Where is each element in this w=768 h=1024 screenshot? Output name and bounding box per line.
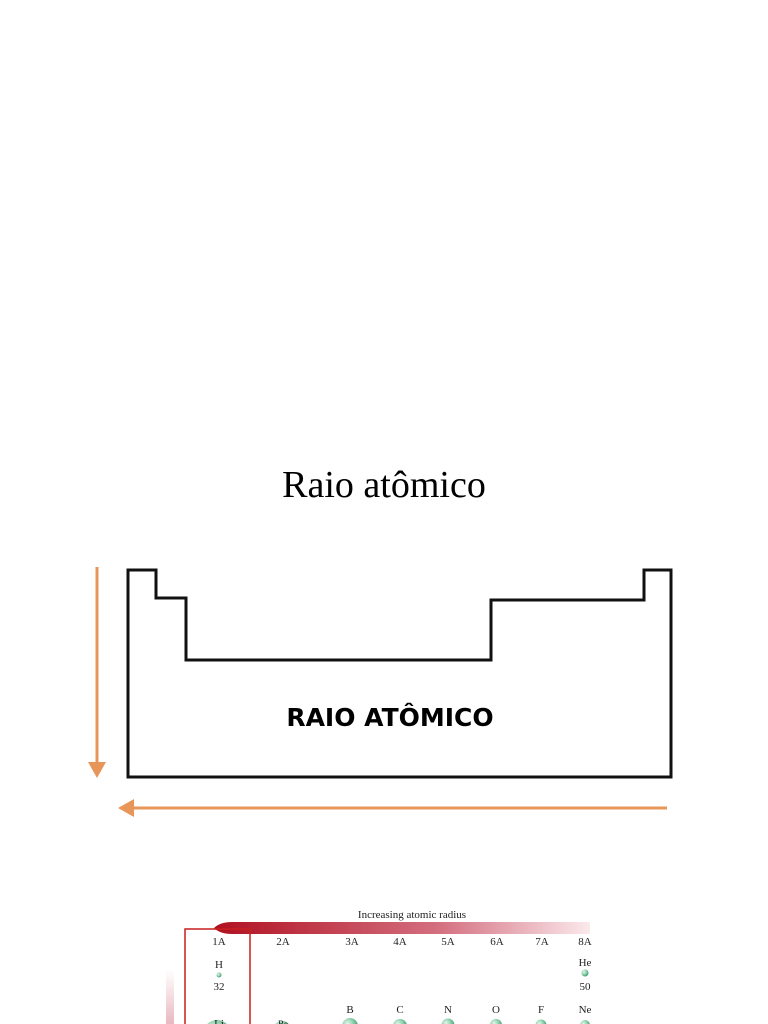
increasing-atomic-radius-label: Increasing atomic radius <box>358 909 466 921</box>
element-symbol: C <box>396 1004 403 1016</box>
atom-sphere-o <box>490 1019 502 1024</box>
element-symbol: H <box>215 959 223 971</box>
element-radius: 50 <box>580 981 592 993</box>
element-symbol: F <box>538 1004 544 1016</box>
group-header: 5A <box>441 936 455 948</box>
atomic-radius-periodic-figure: Increasing atomic radius 1A 2A 3A 4A 5A … <box>0 900 768 1024</box>
element-h: H 32 <box>214 959 225 993</box>
atom-sphere-n <box>442 1019 455 1024</box>
element-he: He 50 <box>579 957 592 993</box>
group-header: 3A <box>345 936 359 948</box>
group-header: 7A <box>535 936 549 948</box>
element-symbol: He <box>579 957 592 969</box>
group-header: 4A <box>393 936 407 948</box>
atom-sphere-b <box>342 1018 358 1024</box>
row-2-elements: B C N O F Ne Li Be <box>203 1004 592 1024</box>
element-symbol: B <box>346 1004 353 1016</box>
down-arrow <box>88 567 106 778</box>
atom-sphere <box>217 973 222 978</box>
side-gradient-bar <box>166 970 174 1024</box>
element-symbol: O <box>492 1004 500 1016</box>
atom-sphere-ne <box>580 1020 590 1024</box>
atom-sphere-c <box>393 1019 407 1024</box>
left-arrow <box>118 799 667 817</box>
group-header: 6A <box>490 936 504 948</box>
periodic-table-outline <box>128 570 671 777</box>
element-symbol: Li <box>214 1018 224 1024</box>
increasing-radius-banner <box>214 922 590 934</box>
group-header: 2A <box>276 936 290 948</box>
group-header: 8A <box>578 936 592 948</box>
element-radius: 32 <box>214 981 225 993</box>
periodic-table-outline-diagram: RAIO ATÔMICO <box>0 555 768 825</box>
diagram-label: RAIO ATÔMICO <box>286 702 493 732</box>
atom-sphere <box>582 970 589 977</box>
atom-sphere-f <box>536 1020 547 1024</box>
group-header: 1A <box>212 936 226 948</box>
group-headers: 1A 2A 3A 4A 5A 6A 7A 8A <box>212 936 592 948</box>
slide-title: Raio atômico <box>0 460 768 510</box>
element-symbol: Ne <box>579 1004 592 1016</box>
element-symbol: Be <box>278 1019 288 1024</box>
element-symbol: N <box>444 1004 452 1016</box>
